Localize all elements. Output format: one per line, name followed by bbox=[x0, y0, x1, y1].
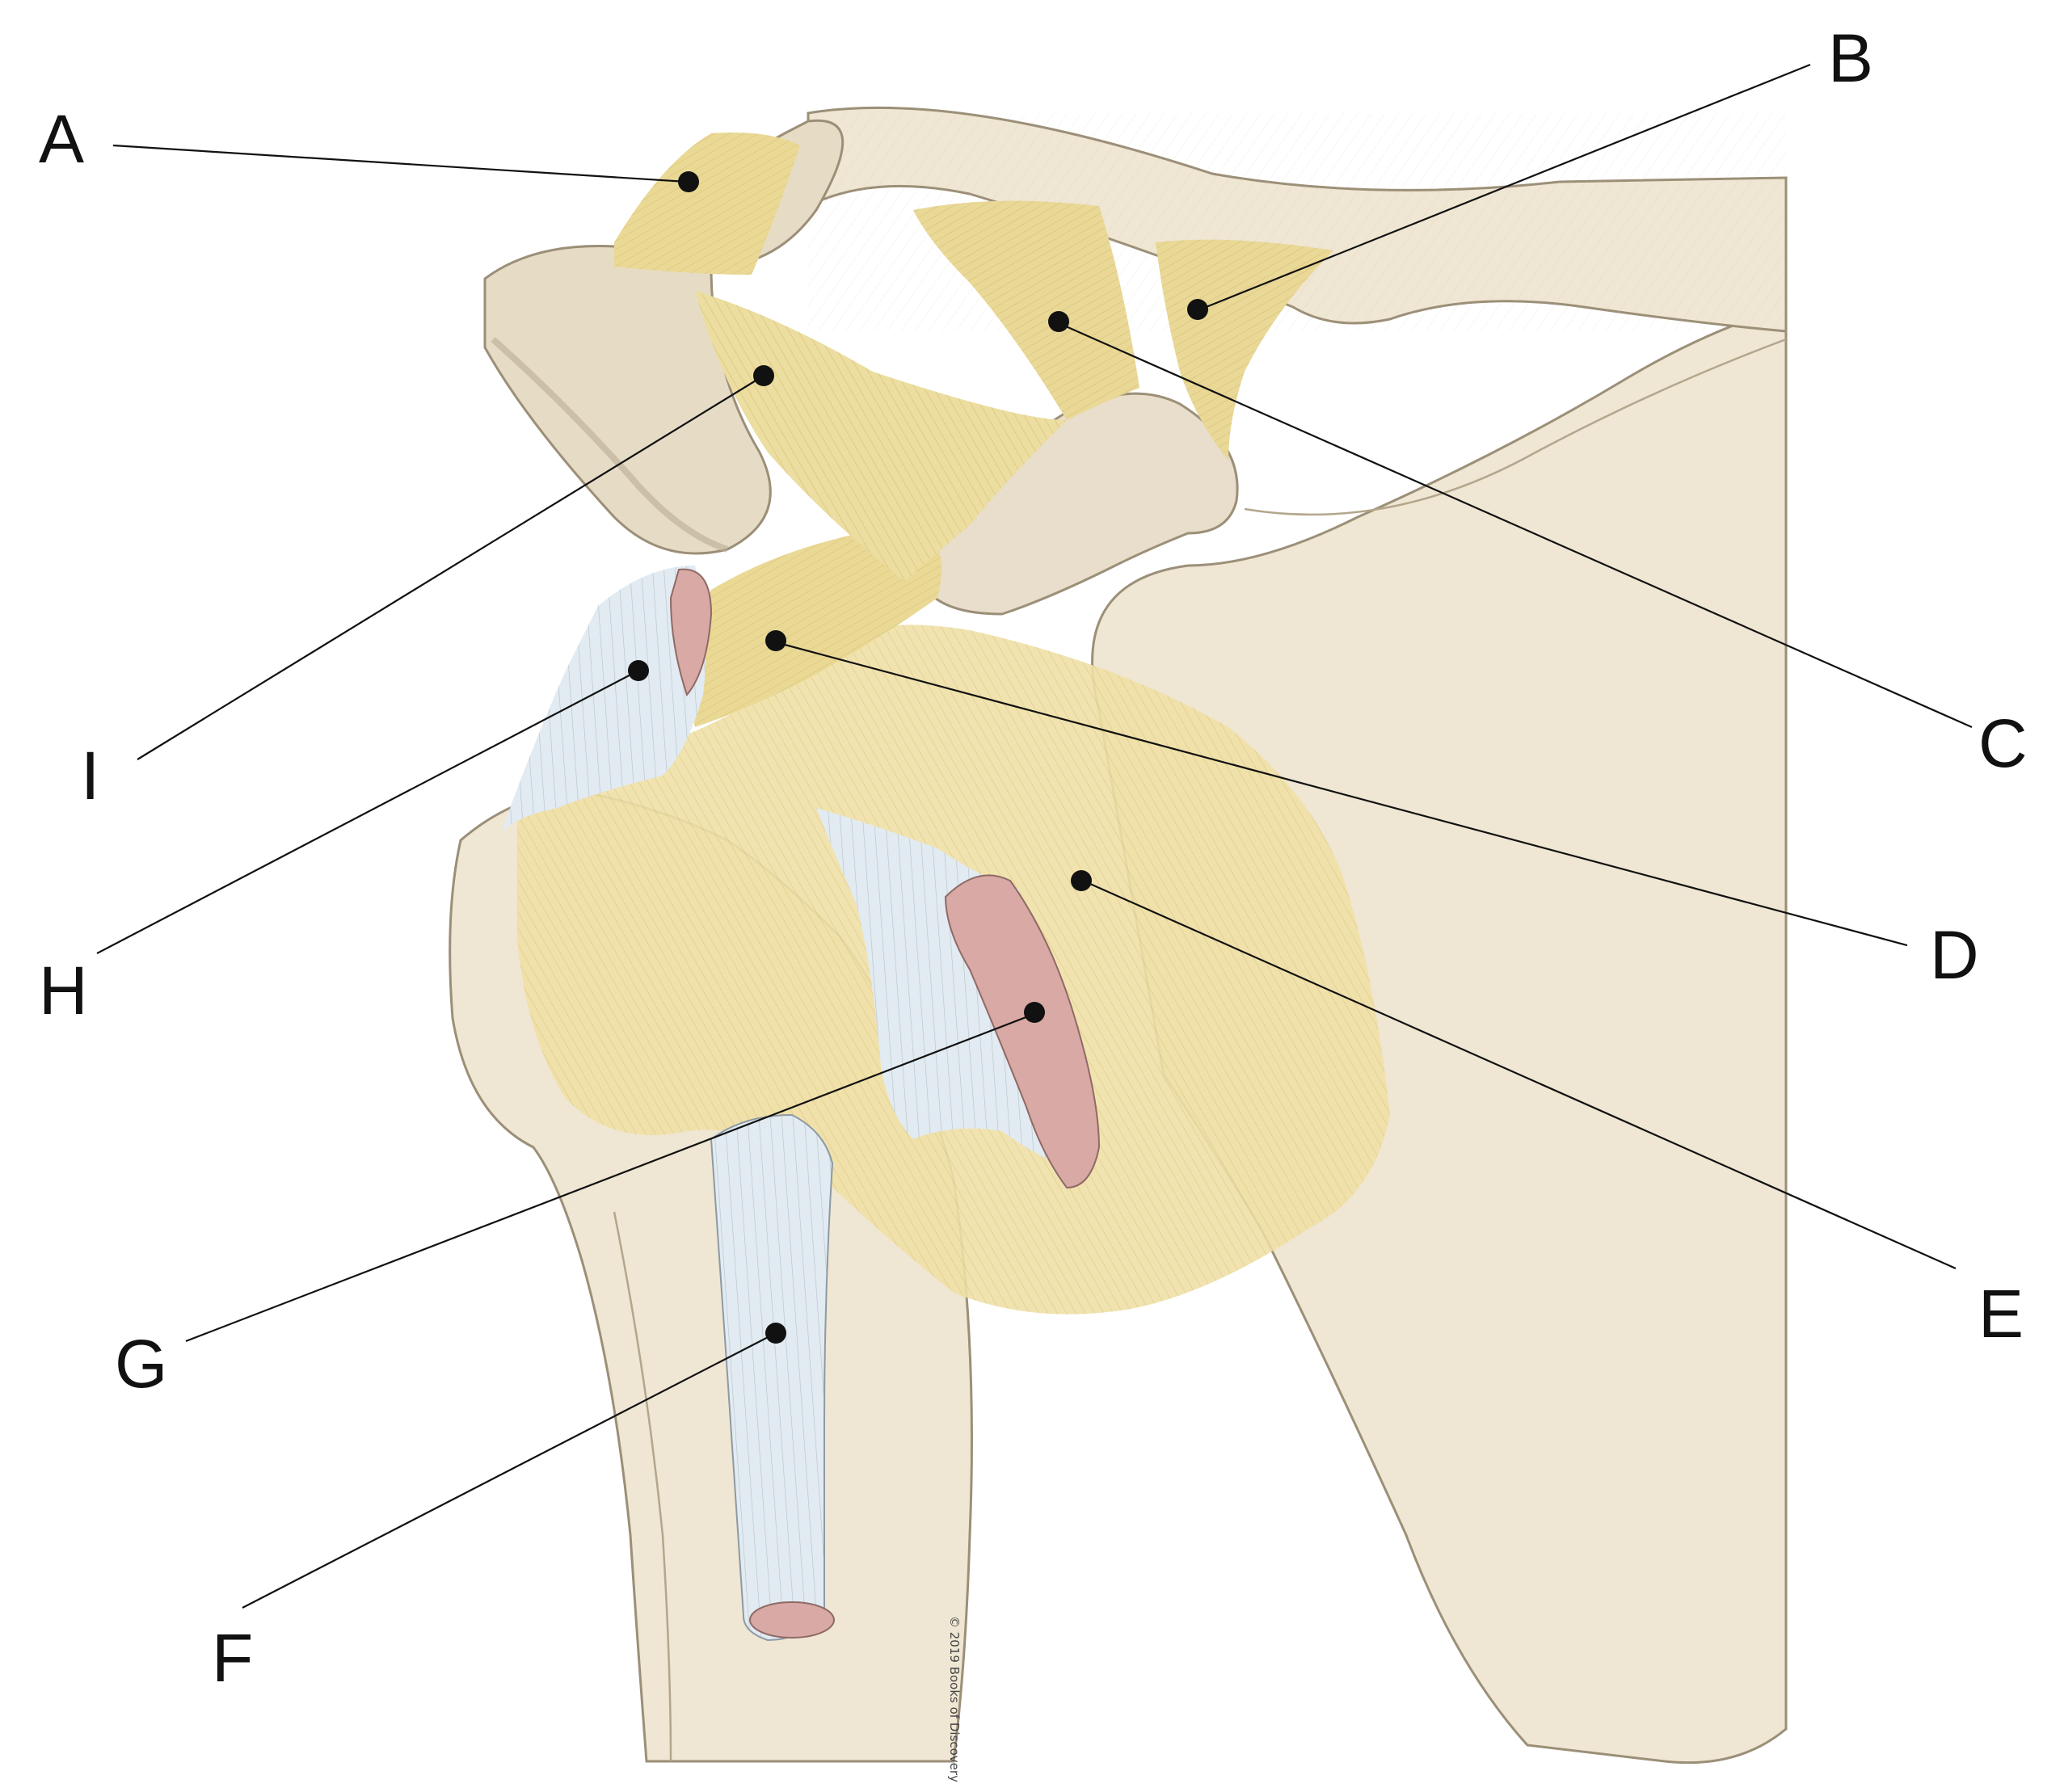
leader-dot-a bbox=[678, 171, 699, 192]
leader-dot-c bbox=[1048, 311, 1069, 332]
leader-dot-e bbox=[1071, 870, 1092, 891]
leader-line-c bbox=[1058, 322, 1973, 729]
leader-line-a bbox=[112, 144, 688, 183]
leader-dot-b bbox=[1187, 299, 1208, 320]
humerus-shaft-edge bbox=[613, 1211, 672, 1762]
leader-dot-d bbox=[765, 630, 786, 651]
leader-line-d bbox=[775, 641, 1908, 947]
leader-line-g bbox=[185, 1012, 1035, 1343]
leader-line-e bbox=[1082, 879, 1957, 1270]
label-a: A bbox=[39, 101, 85, 177]
scapula-spine-edge bbox=[1244, 338, 1787, 516]
label-g: G bbox=[115, 1326, 168, 1402]
leader-dot-h bbox=[628, 660, 649, 681]
leader-line-i bbox=[137, 375, 765, 760]
leader-line-h bbox=[96, 670, 639, 954]
label-h: H bbox=[39, 953, 88, 1029]
leader-dot-g bbox=[1024, 1002, 1045, 1023]
copyright-credit: © 2019 Books of Discovery bbox=[947, 1616, 962, 1782]
label-c: C bbox=[1978, 705, 2028, 781]
biceps-tendon-cut-end bbox=[749, 1601, 835, 1638]
leader-line-b bbox=[1195, 63, 1811, 313]
leader-lines bbox=[96, 63, 1973, 1609]
leader-line-f bbox=[242, 1332, 777, 1609]
subscapularis-muscle-cut bbox=[944, 874, 1101, 1189]
label-b: B bbox=[1828, 20, 1874, 96]
leader-dots bbox=[628, 171, 1208, 1344]
label-f: F bbox=[212, 1620, 254, 1696]
label-i: I bbox=[81, 738, 100, 814]
supraspinatus-muscle-cut bbox=[669, 568, 713, 697]
label-d: D bbox=[1930, 917, 1979, 993]
label-e: E bbox=[1978, 1276, 2024, 1352]
leader-dot-f bbox=[765, 1323, 786, 1344]
leader-dot-i bbox=[753, 365, 774, 386]
acromion-shadow bbox=[491, 337, 729, 553]
